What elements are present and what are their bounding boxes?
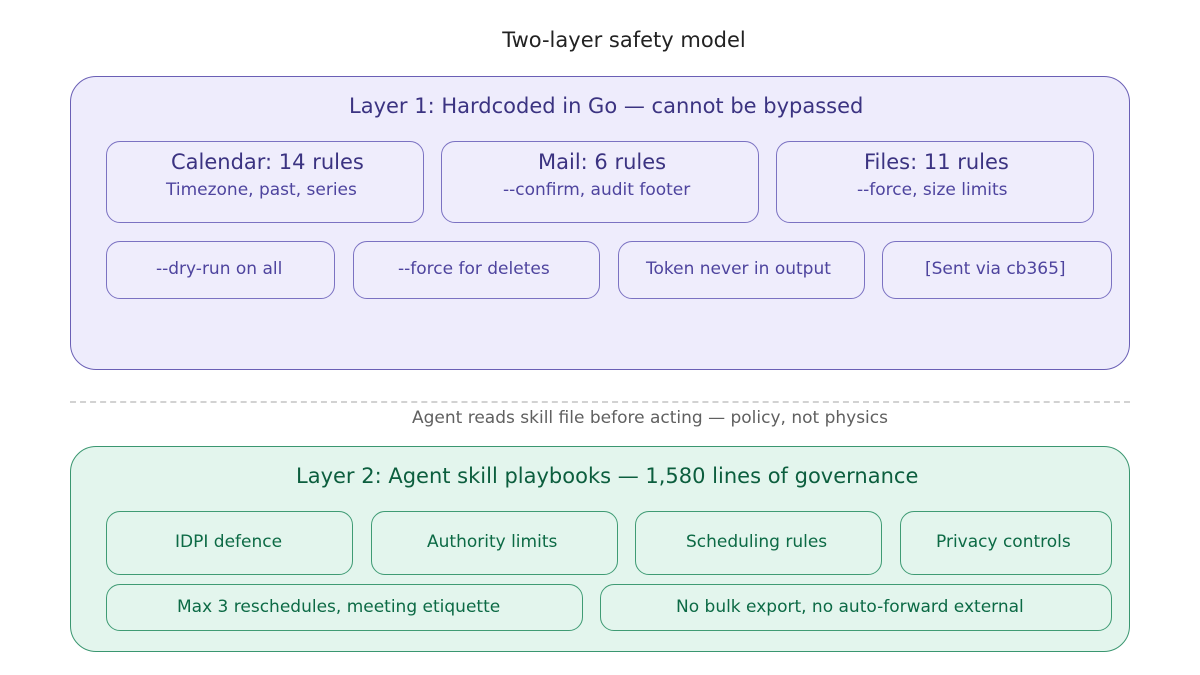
scheduling-rules-chip: [635, 511, 882, 575]
sent-via-chip-label: [Sent via cb365]: [925, 259, 1066, 279]
token-chip: [618, 241, 865, 299]
idpi-defence-chip: [106, 511, 353, 575]
files-rules-subtitle: --force, size limits: [857, 180, 1008, 200]
no-bulk-export-chip-label: No bulk export, no auto-forward external: [676, 597, 1024, 617]
token-chip-label: Token never in output: [646, 259, 831, 279]
scheduling-rules-chip-label: Scheduling rules: [686, 532, 828, 552]
calendar-rules-subtitle: Timezone, past, series: [166, 180, 357, 200]
reschedule-chip: [106, 584, 583, 631]
divider-caption: Agent reads skill file before acting — p…: [412, 408, 888, 428]
mail-rules-card: [441, 141, 759, 223]
mail-rules-title: Mail: 6 rules: [538, 150, 667, 174]
idpi-defence-chip-label: IDPI defence: [175, 532, 283, 552]
dry-run-chip-label: --dry-run on all: [156, 259, 283, 279]
force-deletes-chip-label: --force for deletes: [398, 259, 550, 279]
files-rules-title: Files: 11 rules: [864, 150, 1009, 174]
mail-rules-subtitle: --confirm, audit footer: [503, 180, 691, 200]
layer1-panel: [70, 76, 1130, 370]
layer1-title: Layer 1: Hardcoded in Go — cannot be byp…: [349, 94, 864, 118]
force-deletes-chip: [353, 241, 600, 299]
files-rules-card: [776, 141, 1094, 223]
authority-limits-chip-label: Authority limits: [427, 532, 558, 552]
reschedule-chip-label: Max 3 reschedules, meeting etiquette: [177, 597, 501, 617]
no-bulk-export-chip: [600, 584, 1112, 631]
diagram-title: Two-layer safety model: [502, 28, 746, 52]
sent-via-chip: [882, 241, 1112, 299]
authority-limits-chip: [371, 511, 618, 575]
calendar-rules-card: [106, 141, 424, 223]
calendar-rules-title: Calendar: 14 rules: [171, 150, 364, 174]
dry-run-chip: [106, 241, 335, 299]
layer2-title: Layer 2: Agent skill playbooks — 1,580 l…: [296, 464, 919, 488]
privacy-controls-chip: [900, 511, 1112, 575]
layer-divider: [70, 401, 1130, 403]
privacy-controls-chip-label: Privacy controls: [936, 532, 1071, 552]
